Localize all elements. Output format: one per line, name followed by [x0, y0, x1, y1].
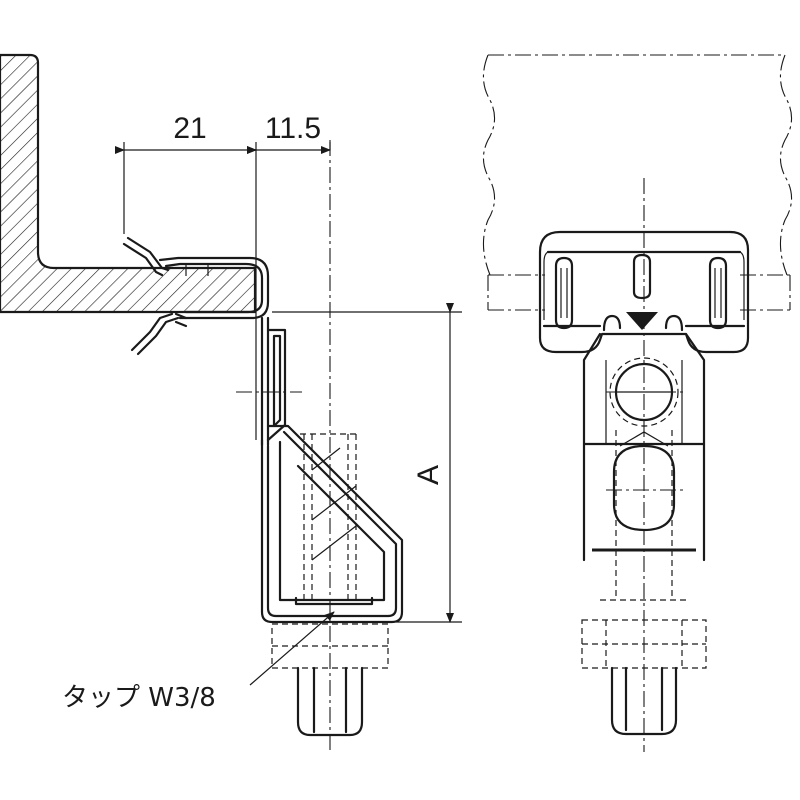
hex-nut: [271, 623, 389, 669]
clip-upper-arm: [126, 236, 170, 272]
dim-21-label: 21: [173, 112, 206, 145]
dim-11-5-label: 11.5: [265, 112, 321, 145]
mounting-plate: [260, 316, 270, 447]
clip-lower-arm: [130, 312, 174, 352]
slot-right: [708, 256, 728, 330]
slot-center: [632, 253, 652, 300]
side-view: [0, 53, 462, 750]
hex-nut-front: [581, 619, 707, 669]
tap-label: タップ W3/8: [62, 683, 216, 713]
steel-flange-section: [0, 53, 257, 314]
hanger-bracket: [260, 424, 404, 624]
hidden-rod: [303, 434, 357, 600]
rod-slot: [612, 444, 676, 532]
dim-a-label: A: [412, 465, 445, 485]
tap-leader: [249, 611, 335, 686]
clip-upper-jaw: [158, 256, 270, 320]
front-view: [482, 54, 793, 752]
slot-left: [554, 256, 574, 330]
center-notch: [626, 312, 658, 330]
